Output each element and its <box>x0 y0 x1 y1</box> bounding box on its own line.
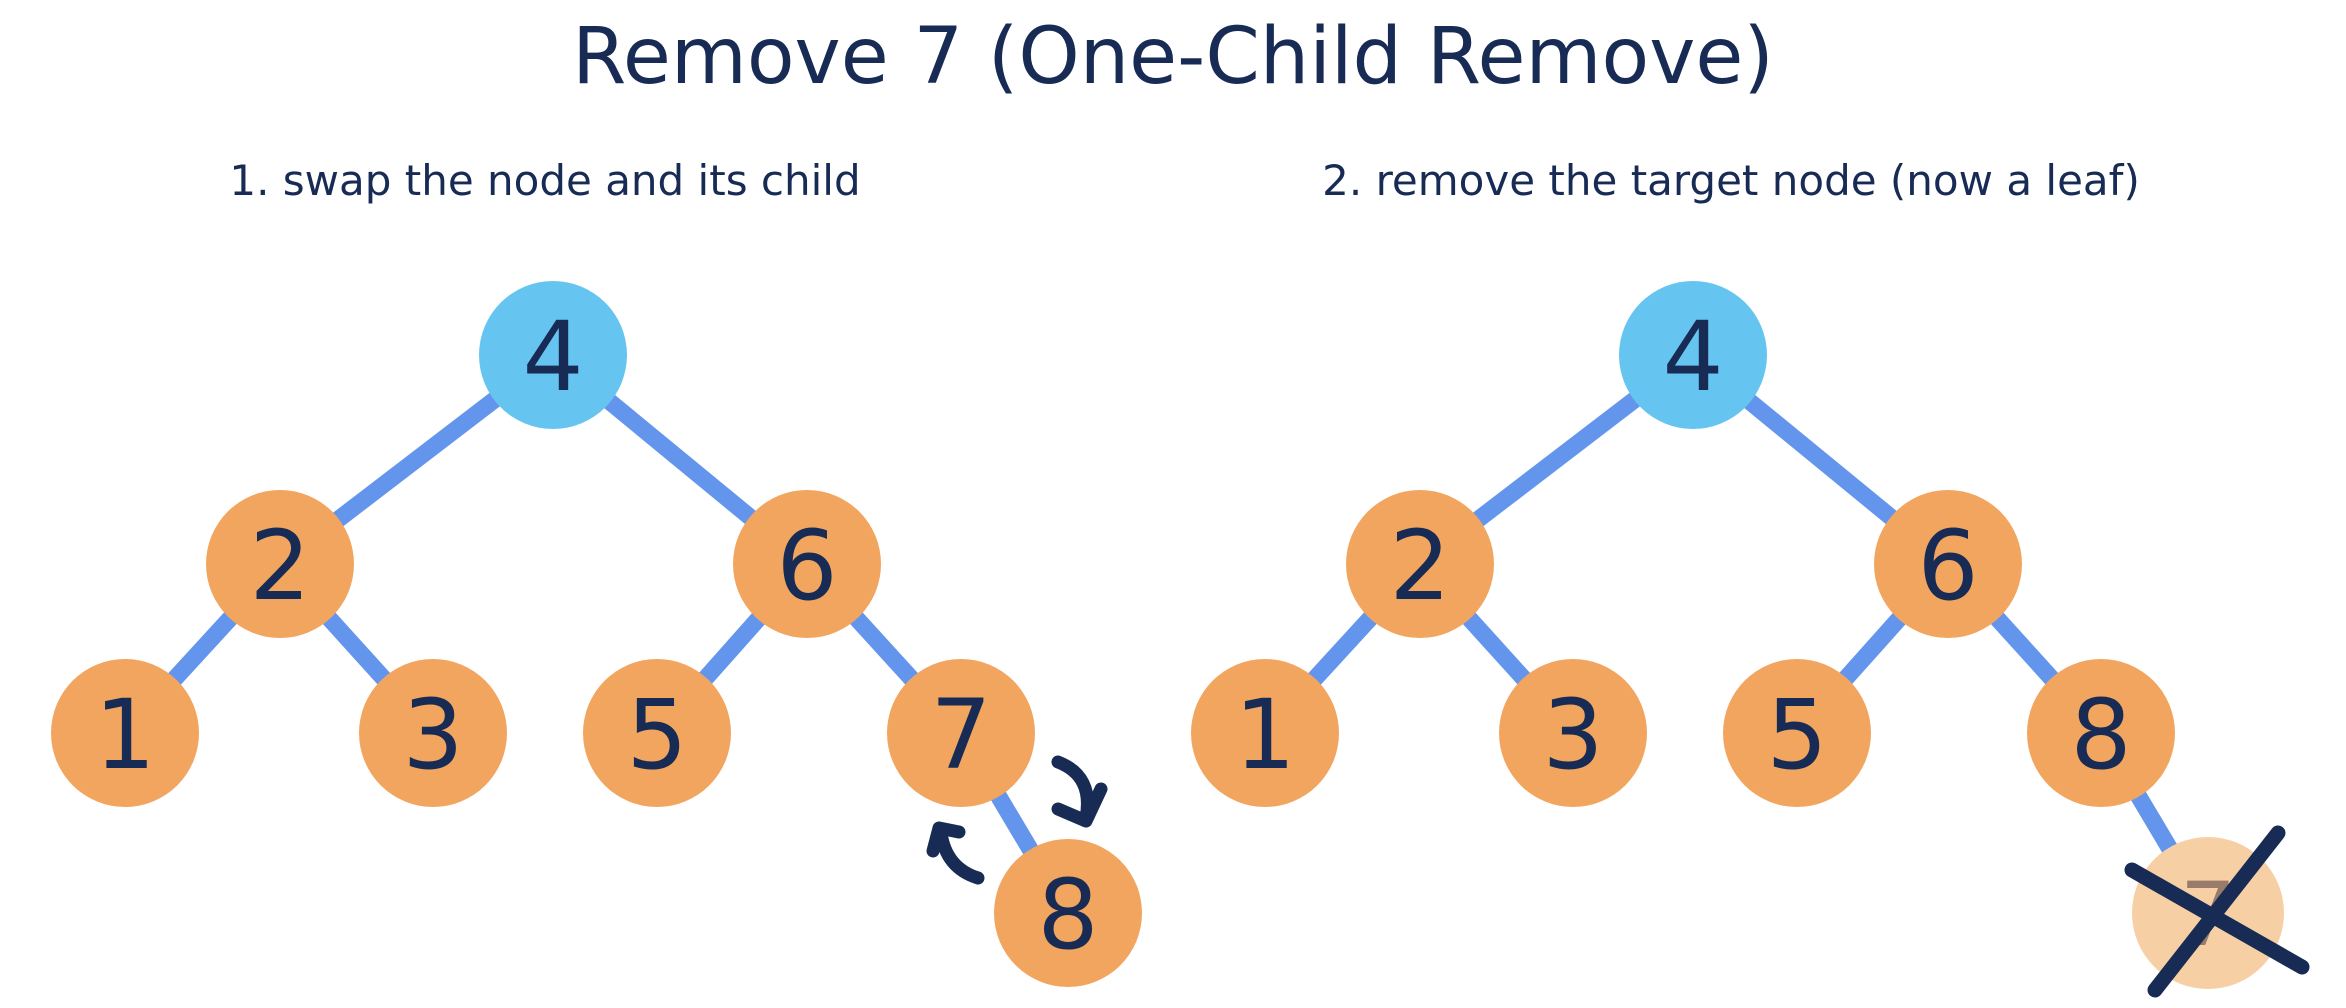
p2-node-7-removed: 7 <box>2124 825 2310 998</box>
page-title: Remove 7 (One-Child Remove) <box>572 12 1774 102</box>
swap-arrow-up-head <box>926 821 966 858</box>
p1-node-7-circle <box>887 659 1035 807</box>
p1-node-5-circle <box>583 659 731 807</box>
p2-node-8-label: 8 <box>2070 679 2131 791</box>
p1-node-8-circle <box>994 839 1142 987</box>
p1-node-1-label: 1 <box>94 679 155 791</box>
p2-node-5: 5 <box>1723 659 1871 807</box>
p1-node-2-label: 2 <box>249 510 310 622</box>
p2-node-1-label: 1 <box>1234 679 1295 791</box>
p1-node-3: 3 <box>359 659 507 807</box>
swap-arrow-down-head <box>1051 782 1108 828</box>
p2-node-1-circle <box>1191 659 1339 807</box>
panel1-tree: 4 2 6 1 3 5 7 <box>51 281 1142 987</box>
p1-node-1: 1 <box>51 659 199 807</box>
p2-node-3: 3 <box>1499 659 1647 807</box>
p1-node-1-circle <box>51 659 199 807</box>
p1-node-6-circle <box>733 490 881 638</box>
swap-arrow-up-curve <box>934 826 985 885</box>
cross-out-icon <box>2124 825 2310 998</box>
p2-node-5-circle <box>1723 659 1871 807</box>
p1-node-2-circle <box>206 490 354 638</box>
p1-node-5-label: 5 <box>626 679 687 791</box>
p2-node-5-label: 5 <box>1766 679 1827 791</box>
p2-node-4: 4 <box>1619 281 1767 429</box>
panel2-tree: 4 2 6 1 3 5 8 <box>1191 281 2310 998</box>
p2-node-1: 1 <box>1191 659 1339 807</box>
p2-node-3-label: 3 <box>1542 679 1603 791</box>
p1-node-4-circle <box>479 281 627 429</box>
p1-node-7: 7 <box>887 659 1035 807</box>
p2-node-2-circle <box>1346 490 1494 638</box>
p1-node-2: 2 <box>206 490 354 638</box>
p1-node-5: 5 <box>583 659 731 807</box>
p1-node-4-label: 4 <box>522 301 583 413</box>
p2-node-4-circle <box>1619 281 1767 429</box>
p1-node-7-label: 7 <box>930 679 991 791</box>
p1-node-8-label: 8 <box>1037 859 1098 971</box>
panel1-caption: 1. swap the node and its child <box>229 156 860 205</box>
p2-node-2: 2 <box>1346 490 1494 638</box>
p1-node-4: 4 <box>479 281 627 429</box>
p1-node-3-circle <box>359 659 507 807</box>
p1-node-3-label: 3 <box>402 679 463 791</box>
p2-node-6-label: 6 <box>1917 510 1978 622</box>
p1-node-6-label: 6 <box>776 510 837 622</box>
p2-node-6: 6 <box>1874 490 2022 638</box>
panel2-caption: 2. remove the target node (now a leaf) <box>1322 156 2140 205</box>
p2-node-4-label: 4 <box>1662 301 1723 413</box>
p2-node-3-circle <box>1499 659 1647 807</box>
p2-node-6-circle <box>1874 490 2022 638</box>
p2-node-8-circle <box>2027 659 2175 807</box>
swap-arrows-icon <box>926 755 1108 885</box>
p1-node-8: 8 <box>994 839 1142 987</box>
p2-node-2-label: 2 <box>1389 510 1450 622</box>
p2-node-8: 8 <box>2027 659 2175 807</box>
cross-line-2 <box>2147 825 2286 998</box>
p1-node-6: 6 <box>733 490 881 638</box>
